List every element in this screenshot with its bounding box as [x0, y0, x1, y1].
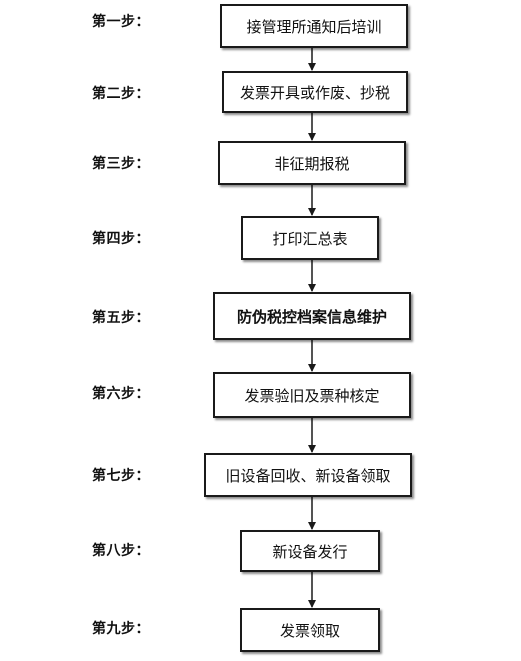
- step-label-2: 第二步：: [92, 86, 150, 102]
- step-box-6: 发票验旧及票种核定: [213, 372, 411, 418]
- step-label-6: 第六步：: [92, 386, 150, 402]
- step-label-9: 第九步：: [92, 621, 150, 637]
- step-box-3: 非征期报税: [218, 141, 406, 185]
- step-label-4: 第四步：: [92, 231, 150, 247]
- step-box-5: 防伪税控档案信息维护: [213, 292, 411, 340]
- step-box-9: 发票领取: [240, 608, 380, 652]
- step-label-7: 第七步：: [92, 468, 150, 484]
- step-box-4: 打印汇总表: [241, 216, 379, 260]
- step-label-8: 第八步：: [92, 543, 150, 559]
- step-label-1: 第一步：: [92, 14, 150, 30]
- step-label-5: 第五步：: [92, 310, 150, 326]
- step-box-7: 旧设备回收、新设备领取: [204, 453, 412, 497]
- step-box-1: 接管理所通知后培训: [220, 4, 408, 48]
- step-label-3: 第三步：: [92, 156, 150, 172]
- step-box-2: 发票开具或作废、抄税: [222, 71, 408, 113]
- step-box-8: 新设备发行: [240, 530, 380, 572]
